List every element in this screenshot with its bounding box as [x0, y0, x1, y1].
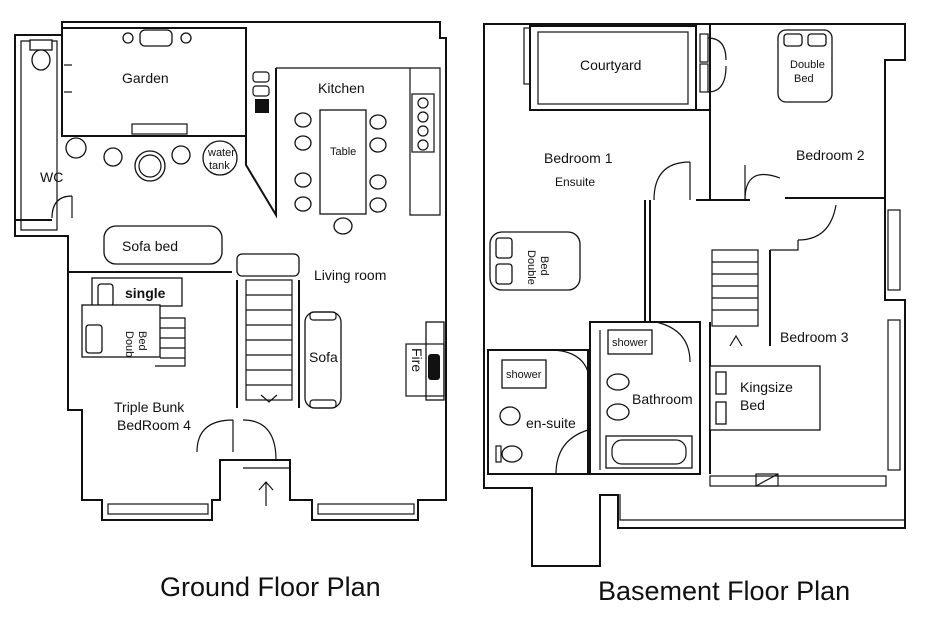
- wc-label: WC: [40, 169, 63, 185]
- living-room-label: Living room: [314, 267, 386, 283]
- bedroom1-ensuite-label: Ensuite: [555, 175, 595, 189]
- bedroom1-label: Bedroom 1: [544, 150, 613, 166]
- double-bed-label-1: Doub: [123, 331, 135, 357]
- table-label: Table: [330, 146, 356, 158]
- courtyard-label: Courtyard: [580, 57, 641, 73]
- shower-ensuite: [501, 359, 547, 389]
- water-tank-label-2: tank: [209, 160, 230, 172]
- ground-floor-caption: Ground Floor Plan: [160, 572, 381, 602]
- bathroom-label: Bathroom: [632, 391, 693, 407]
- shower-bathroom: [607, 329, 653, 355]
- basement-floor-plan: [483, 23, 906, 567]
- shower-bathroom-label: shower: [612, 337, 648, 349]
- double-bed-left-label-2: Bed: [538, 256, 550, 276]
- sofa-bed-label: Sofa bed: [122, 238, 178, 254]
- water-tank-label-1: water: [207, 147, 235, 159]
- single-bed-label: single: [125, 285, 166, 301]
- basement-caption: Basement Floor Plan: [598, 576, 850, 606]
- sofa-label: Sofa: [309, 349, 338, 365]
- double-bed-top-label-2: Bed: [794, 73, 814, 85]
- kingsize-label-1: Kingsize: [740, 379, 793, 395]
- double-bed-label-2: Bed: [136, 331, 148, 351]
- garden-label: Garden: [122, 70, 169, 86]
- kingsize-bed: [709, 365, 821, 431]
- kingsize-label-2: Bed: [740, 397, 765, 413]
- ground-floor-plan: [14, 21, 447, 521]
- fire-label: Fire: [409, 348, 425, 372]
- en-suite-label: en-suite: [526, 415, 576, 431]
- double-bed-left-label-1: Double: [525, 250, 537, 285]
- shower-ensuite-label: shower: [506, 369, 542, 381]
- bedroom3-label: Bedroom 3: [780, 329, 849, 345]
- double-bed-bedroom2: [777, 29, 833, 103]
- bedroom4-label-1: Triple Bunk: [114, 399, 185, 415]
- sofa-bed: [103, 225, 223, 265]
- bedroom4-label-2: BedRoom 4: [117, 417, 191, 433]
- kitchen-label: Kitchen: [318, 80, 365, 96]
- double-bed-top-label-1: Double: [790, 59, 825, 71]
- water-tank: [202, 140, 238, 176]
- bedroom2-label: Bedroom 2: [796, 147, 865, 163]
